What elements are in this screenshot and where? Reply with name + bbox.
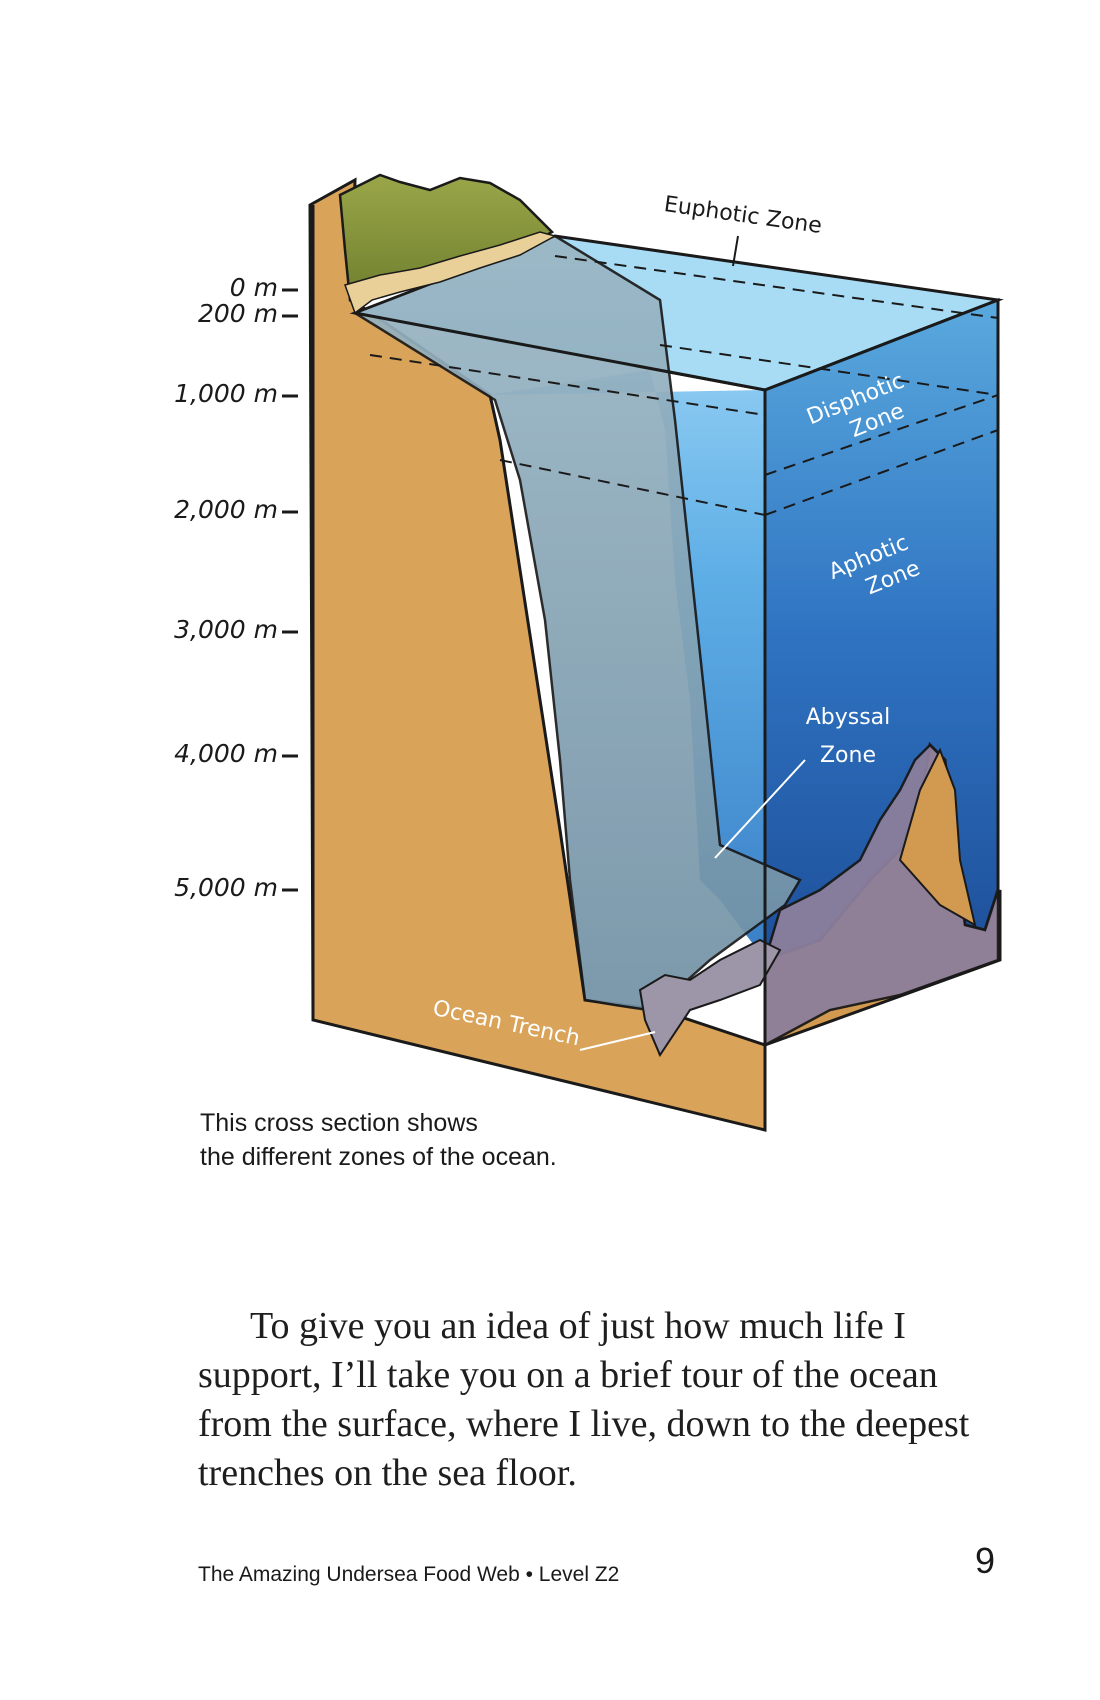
depth-marker: 5,000 m bbox=[174, 873, 298, 902]
seamount-peak bbox=[898, 747, 977, 928]
depth-marker: 4,000 m bbox=[174, 739, 298, 768]
depth-scale: 0 m 200 m 1,000 m 2,000 m 3,000 m 4,000 … bbox=[174, 273, 298, 902]
body-line: To give you an idea of just how much lif… bbox=[250, 1305, 906, 1347]
svg-text:4,000 m: 4,000 m bbox=[174, 739, 278, 768]
depth-marker: 1,000 m bbox=[174, 379, 298, 408]
svg-text:1,000 m: 1,000 m bbox=[174, 379, 278, 408]
figure-caption: This cross section shows the different z… bbox=[200, 1106, 620, 1174]
abyssal-zone-label: Abyssal Zone bbox=[714, 705, 891, 859]
body-line: trenches on the sea floor. bbox=[198, 1452, 577, 1494]
depth-marker: 3,000 m bbox=[174, 615, 298, 644]
page-number: 9 bbox=[974, 1540, 995, 1581]
depth-marker: 0 m bbox=[230, 273, 298, 302]
book-footer: The Amazing Undersea Food Web • Level Z2 bbox=[198, 1563, 620, 1586]
body-paragraph: To give you an idea of just how much lif… bbox=[198, 1302, 1018, 1498]
sand-beach bbox=[344, 231, 558, 315]
svg-text:5,000 m: 5,000 m bbox=[174, 873, 278, 902]
svg-text:2,000 m: 2,000 m bbox=[174, 495, 278, 524]
zone-boundaries bbox=[369, 255, 999, 516]
depth-marker: 200 m bbox=[198, 299, 298, 328]
trench-rocks bbox=[638, 938, 782, 1058]
body-line: from the surface, where I live, down to … bbox=[198, 1403, 970, 1445]
svg-text:Zone: Zone bbox=[820, 743, 876, 768]
body-line: support, I’ll take you on a brief tour o… bbox=[198, 1354, 938, 1396]
svg-text:0 m: 0 m bbox=[230, 273, 278, 302]
ocean-cross-section-diagram: 0 m 200 m 1,000 m 2,000 m 3,000 m 4,000 … bbox=[174, 173, 1004, 1132]
svg-text:3,000 m: 3,000 m bbox=[174, 615, 278, 644]
caption-line: the different zones of the ocean. bbox=[200, 1143, 557, 1171]
caption-line: This cross section shows bbox=[200, 1109, 478, 1137]
svg-text:Abyssal: Abyssal bbox=[806, 705, 891, 730]
svg-text:200 m: 200 m bbox=[198, 299, 278, 328]
depth-marker: 2,000 m bbox=[174, 495, 298, 524]
svg-text:Euphotic Zone: Euphotic Zone bbox=[662, 192, 823, 239]
